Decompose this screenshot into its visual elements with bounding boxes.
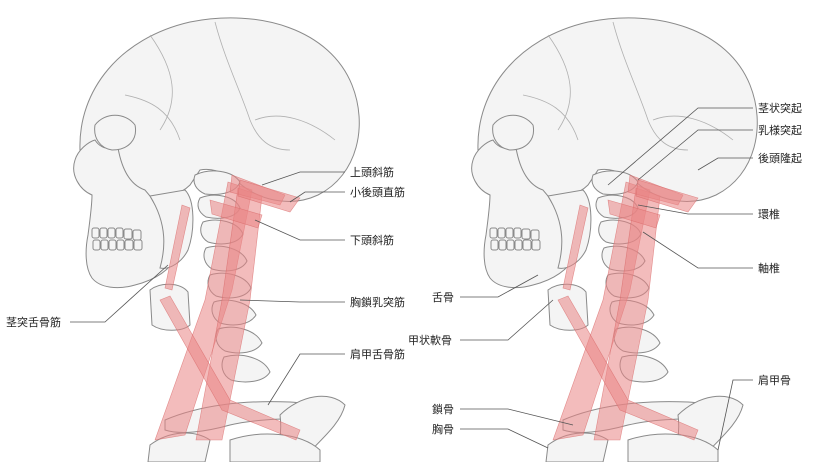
left-figure: 上頭斜筋 小後頭直筋 下頭斜筋 胸鎖乳突筋 茎突舌骨筋 肩甲舌骨筋 bbox=[6, 17, 405, 462]
left-omohyoid bbox=[159, 295, 301, 441]
left-teeth bbox=[91, 227, 143, 251]
right-muscles bbox=[552, 174, 699, 441]
left-inferior-oblique bbox=[209, 199, 263, 229]
right-figure: 茎状突起 乳様突起 後頭隆起 環椎 軸椎 舌骨 甲状軟骨 鎖骨 胸骨 肩甲骨 bbox=[408, 17, 802, 462]
label-sternum: 胸骨 bbox=[432, 422, 454, 436]
left-leaders bbox=[70, 171, 345, 406]
label-hyoid: 舌骨 bbox=[432, 291, 454, 304]
left-muscles bbox=[154, 174, 301, 441]
label-scapula: 肩甲骨 bbox=[758, 373, 791, 387]
label-styloid-process: 茎状突起 bbox=[758, 101, 802, 115]
label-atlas: 環椎 bbox=[758, 207, 780, 221]
label-clavicle: 鎖骨 bbox=[432, 402, 454, 416]
label-omohyoid: 肩甲舌骨筋 bbox=[350, 347, 405, 361]
left-stylohyoid bbox=[164, 204, 191, 291]
label-stylohyoid: 茎突舌骨筋 bbox=[6, 315, 61, 329]
label-inferior-oblique: 下頭斜筋 bbox=[350, 233, 394, 247]
left-rectus-minor bbox=[237, 179, 301, 213]
label-sternocleidomastoid: 胸鎖乳突筋 bbox=[350, 295, 405, 309]
label-occipital-protuberance: 後頭隆起 bbox=[758, 151, 802, 165]
label-thyroid-cartilage: 甲状軟骨 bbox=[408, 333, 452, 347]
right-leaders bbox=[460, 107, 753, 451]
right-teeth bbox=[489, 227, 541, 251]
label-mastoid-process: 乳様突起 bbox=[758, 123, 802, 137]
label-superior-oblique: 上頭斜筋 bbox=[350, 165, 394, 179]
label-rectus-minor: 小後頭直筋 bbox=[350, 185, 405, 199]
label-axis: 軸椎 bbox=[758, 261, 780, 275]
